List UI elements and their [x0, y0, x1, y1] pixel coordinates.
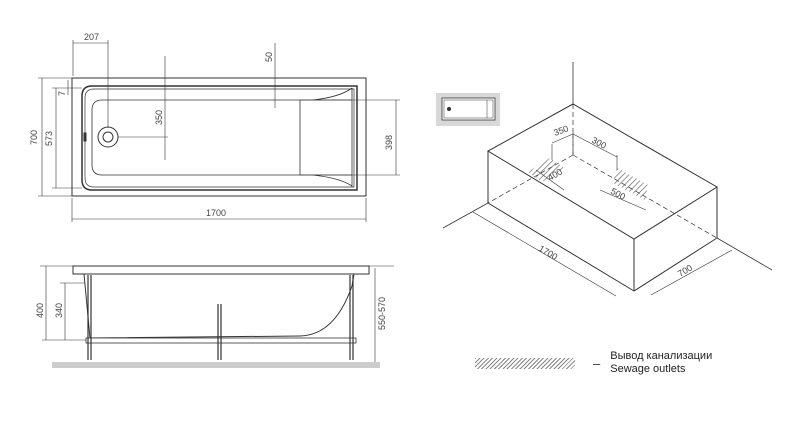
dim-7: 7	[57, 91, 67, 96]
dim-340: 340	[54, 303, 64, 318]
iso-dim-350: 350	[552, 123, 570, 138]
dim-398: 398	[384, 135, 394, 150]
sewage-outlet-2	[613, 168, 648, 200]
drain-inner	[102, 131, 114, 143]
dim-207: 207	[84, 32, 99, 42]
tub-floor	[91, 99, 301, 176]
dim-700: 700	[29, 130, 39, 145]
floor	[52, 362, 380, 368]
dim-1700: 1700	[206, 208, 226, 218]
legend-dash: –	[593, 355, 601, 371]
drain-outer	[97, 126, 119, 148]
tub-rim-side	[72, 265, 370, 275]
iso-dim-300: 300	[590, 135, 608, 151]
top-view	[38, 40, 400, 222]
sewage-outlet-1	[528, 158, 564, 182]
iso-top-face	[487, 103, 718, 240]
dim-50: 50	[264, 52, 274, 62]
iso-dim-700: 700	[676, 263, 694, 279]
hatch-swatch	[475, 357, 575, 369]
side-view	[40, 265, 394, 362]
dim-573: 573	[44, 131, 54, 146]
dim-550-570: 550-570	[377, 297, 387, 330]
legend-labels: Вывод канализации Sewage outlets	[610, 350, 712, 376]
legend-label-en: Sewage outlets	[610, 363, 686, 375]
tub-thumbnail	[436, 93, 500, 126]
tub-outer-rim	[71, 77, 367, 197]
legend-label-ru: Вывод канализации	[610, 350, 713, 362]
tub-basin-edge	[81, 85, 358, 191]
tub-body-profile	[83, 273, 355, 339]
dim-400: 400	[35, 303, 45, 318]
iso-dim-1700: 1700	[537, 243, 559, 262]
legend: – Вывод канализации Sewage outlets	[475, 350, 712, 376]
iso-view	[442, 62, 773, 297]
dim-350: 350	[154, 110, 164, 125]
frame-legs	[87, 275, 354, 360]
